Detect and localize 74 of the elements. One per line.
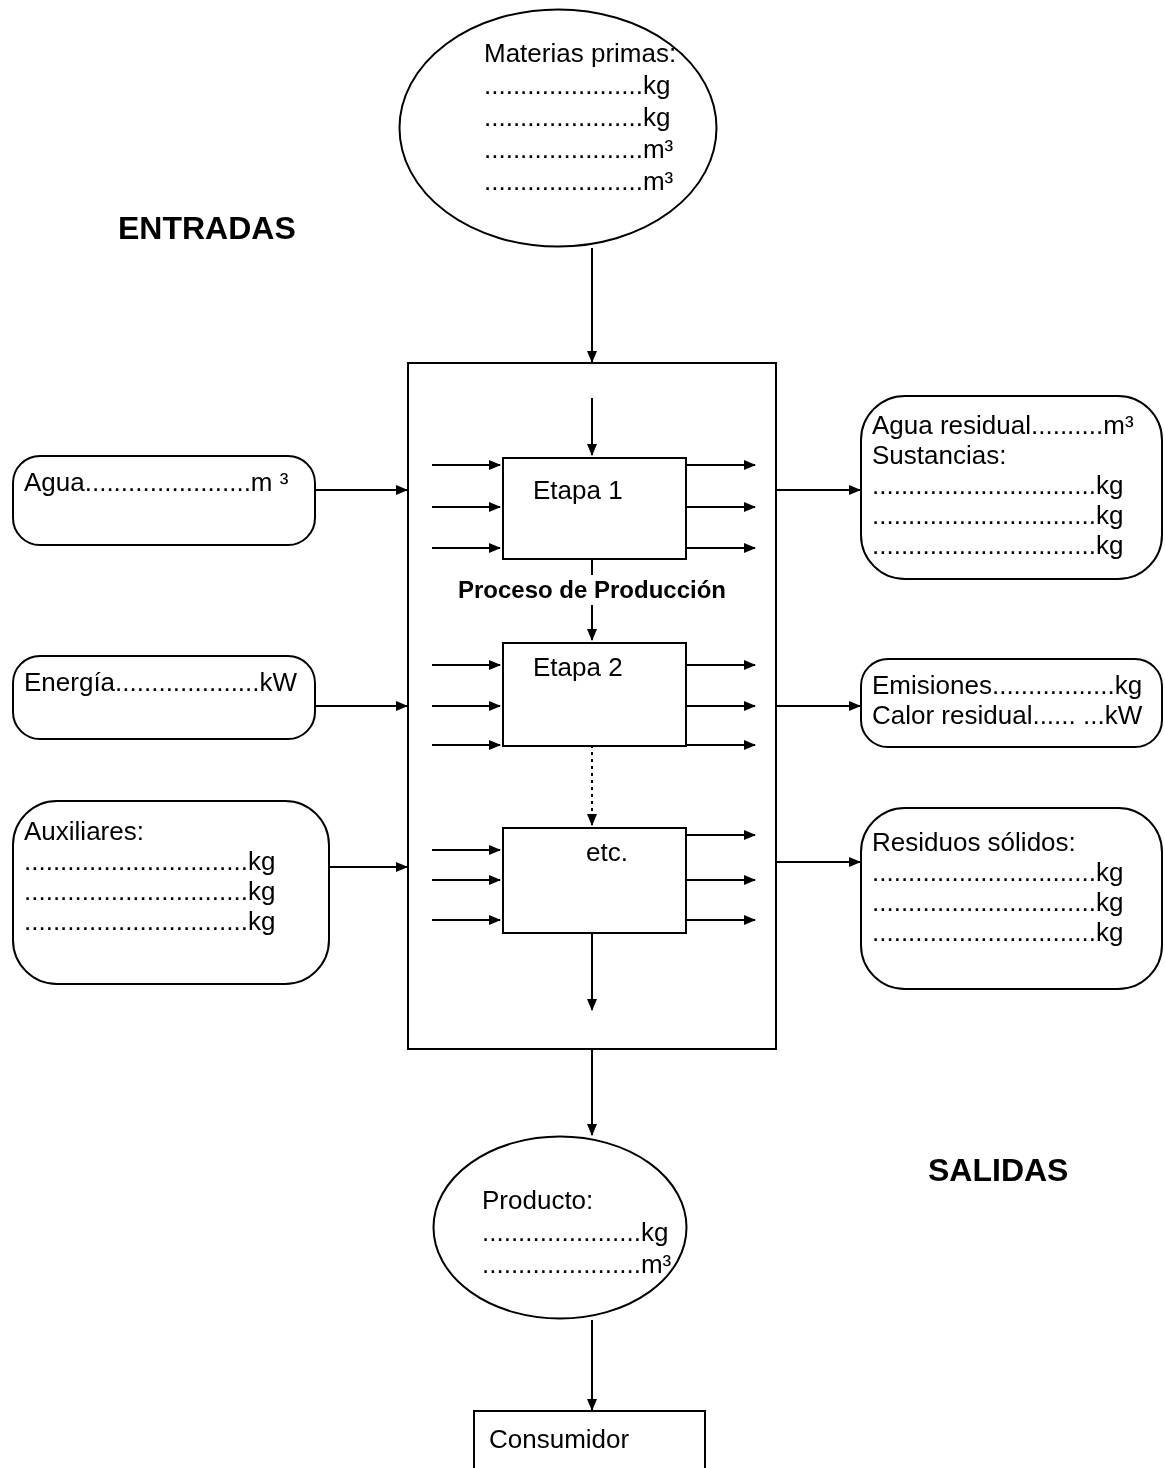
arrow	[776, 857, 861, 867]
node-text: Residuos sólidos:	[872, 827, 1076, 857]
output-box	[860, 807, 1163, 990]
arrow	[431, 543, 501, 553]
node-text: Agua residual..........m³	[872, 410, 1134, 440]
arrow	[431, 845, 501, 855]
arrow	[587, 1319, 597, 1411]
node-text: ......................kg	[484, 70, 671, 100]
arrow	[684, 875, 756, 885]
node-text: ......................m³	[484, 166, 674, 196]
input-box	[12, 455, 316, 546]
node-text: ...............................kg	[24, 906, 276, 936]
dotted-arrow	[587, 744, 597, 826]
node-text: Agua.......................m ³	[24, 467, 289, 497]
arrow	[431, 460, 501, 470]
node-text: Etapa 1	[533, 475, 623, 505]
arrow	[684, 502, 756, 512]
node-text: Producto:	[482, 1185, 594, 1215]
arrow	[315, 485, 408, 495]
arrow	[776, 701, 861, 711]
arrow	[431, 701, 501, 711]
node-text: Energía....................kW	[24, 667, 298, 697]
node-text: ...............................kg	[872, 470, 1124, 500]
node-text: ...............................kg	[872, 500, 1124, 530]
input-box	[12, 800, 330, 985]
stage-box	[502, 642, 687, 747]
arrow	[684, 701, 756, 711]
node-text: ...............................kg	[24, 846, 276, 876]
node-text: ...............................kg	[872, 887, 1124, 917]
output-box	[860, 658, 1163, 748]
node-text: Calor residual...... ...kW	[872, 700, 1143, 730]
arrow	[587, 247, 597, 363]
arrow	[587, 931, 597, 1011]
node-text: ...............................kg	[872, 857, 1124, 887]
node-text: ......................m³	[482, 1249, 672, 1279]
arrow	[587, 1049, 597, 1136]
input-ellipse	[398, 8, 718, 248]
node-text: Consumidor	[489, 1424, 630, 1454]
section-heading: ENTRADAS	[118, 210, 296, 247]
arrow	[587, 397, 597, 456]
arrow	[684, 460, 756, 470]
arrow	[431, 875, 501, 885]
consumer-box	[473, 1410, 706, 1468]
node-text: ......................kg	[482, 1217, 669, 1247]
node-text: ...............................kg	[24, 876, 276, 906]
arrow	[329, 862, 408, 872]
arrow	[684, 740, 756, 750]
stage-box	[502, 827, 687, 934]
arrow	[684, 830, 756, 840]
node-text: ......................kg	[484, 102, 671, 132]
output-ellipse	[432, 1135, 688, 1320]
node-text: Sustancias:	[872, 440, 1007, 470]
node-text: Auxiliares:	[24, 816, 144, 846]
arrow	[684, 543, 756, 553]
stage-box	[502, 457, 687, 560]
output-box	[860, 395, 1163, 580]
arrow	[431, 660, 501, 670]
arrow	[431, 740, 501, 750]
node-text: Materias primas:	[484, 38, 677, 68]
arrow	[431, 915, 501, 925]
arrow	[776, 485, 861, 495]
node-text: etc.	[586, 837, 628, 867]
node-text: ...............................kg	[872, 917, 1124, 947]
arrow	[431, 502, 501, 512]
arrow	[684, 660, 756, 670]
input-box	[12, 655, 316, 740]
section-heading: SALIDAS	[928, 1152, 1069, 1189]
node-text: Etapa 2	[533, 652, 623, 682]
node-text: ......................m³	[484, 134, 674, 164]
arrow	[684, 915, 756, 925]
node-text: Emisiones.................kg	[872, 670, 1143, 700]
process-box	[407, 362, 777, 1050]
node-text: ...............................kg	[872, 530, 1124, 560]
arrow	[315, 701, 408, 711]
